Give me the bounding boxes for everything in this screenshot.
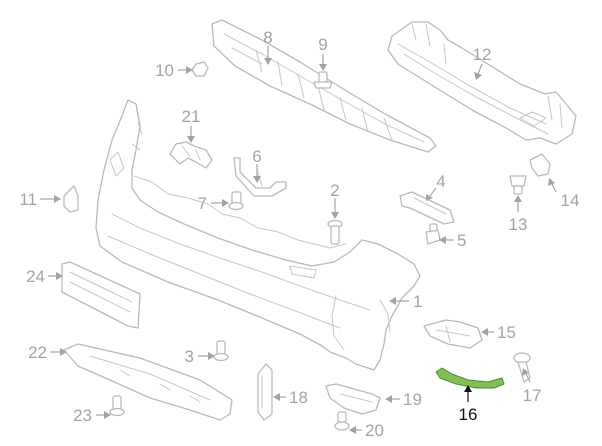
callout-21[interactable]: 21	[182, 107, 201, 126]
callout-8[interactable]: 8	[263, 28, 272, 47]
part-bracket-21[interactable]	[169, 141, 213, 169]
callout-18[interactable]: 18	[289, 388, 308, 407]
part-bracket-14[interactable]	[529, 153, 551, 177]
part-16-highlighted[interactable]	[435, 367, 505, 389]
callout-6[interactable]: 6	[252, 147, 261, 166]
part-nut-10[interactable]	[191, 61, 209, 77]
part-clip-23[interactable]	[109, 395, 125, 417]
callout-4[interactable]: 4	[436, 172, 445, 191]
leader-lines	[40, 46, 557, 434]
callout-9[interactable]: 9	[318, 35, 327, 54]
part-reinforcement-beam[interactable]	[387, 21, 577, 145]
callout-16[interactable]: 16	[459, 405, 478, 424]
part-bolt-9[interactable]	[313, 71, 333, 89]
part-clip-3[interactable]	[213, 340, 229, 362]
part-bolt-20[interactable]	[334, 411, 350, 431]
part-bumper-cover[interactable]	[95, 99, 421, 371]
part-clip-11[interactable]	[63, 185, 79, 213]
callout-11[interactable]: 11	[19, 190, 37, 209]
callout-14[interactable]: 14	[561, 191, 580, 210]
callout-17[interactable]: 17	[523, 386, 542, 405]
callout-10[interactable]: 10	[155, 61, 174, 80]
part-clip-7[interactable]	[228, 191, 244, 211]
callout-3[interactable]: 3	[185, 347, 194, 366]
callout-labels: 1 2 3 4 5 6 7 8 9 10 11 12 13 14 15 16 1…	[19, 28, 579, 440]
part-bolt-5[interactable]	[425, 223, 441, 245]
part-bolt-2[interactable]	[327, 219, 343, 245]
callout-15[interactable]: 15	[497, 323, 516, 342]
callout-12[interactable]: 12	[473, 45, 492, 64]
part-undertray[interactable]	[63, 343, 233, 421]
callout-23[interactable]: 23	[73, 406, 92, 425]
part-fog-trim[interactable]	[257, 363, 273, 421]
part-bracket-4[interactable]	[399, 191, 455, 225]
callout-2[interactable]: 2	[330, 181, 339, 200]
callout-13[interactable]: 13	[509, 215, 528, 234]
part-side-bracket[interactable]	[423, 319, 483, 349]
part-plate-bracket[interactable]	[61, 261, 141, 329]
callout-22[interactable]: 22	[28, 343, 47, 362]
callout-19[interactable]: 19	[403, 390, 422, 409]
part-lower-trim[interactable]	[325, 383, 381, 415]
callout-1[interactable]: 1	[413, 292, 422, 311]
callout-7[interactable]: 7	[198, 194, 207, 213]
part-bolt-13[interactable]	[509, 175, 527, 195]
part-bracket-6[interactable]	[233, 157, 287, 197]
callout-20[interactable]: 20	[365, 421, 384, 440]
callout-5[interactable]: 5	[457, 231, 466, 250]
callout-24[interactable]: 24	[26, 267, 45, 286]
